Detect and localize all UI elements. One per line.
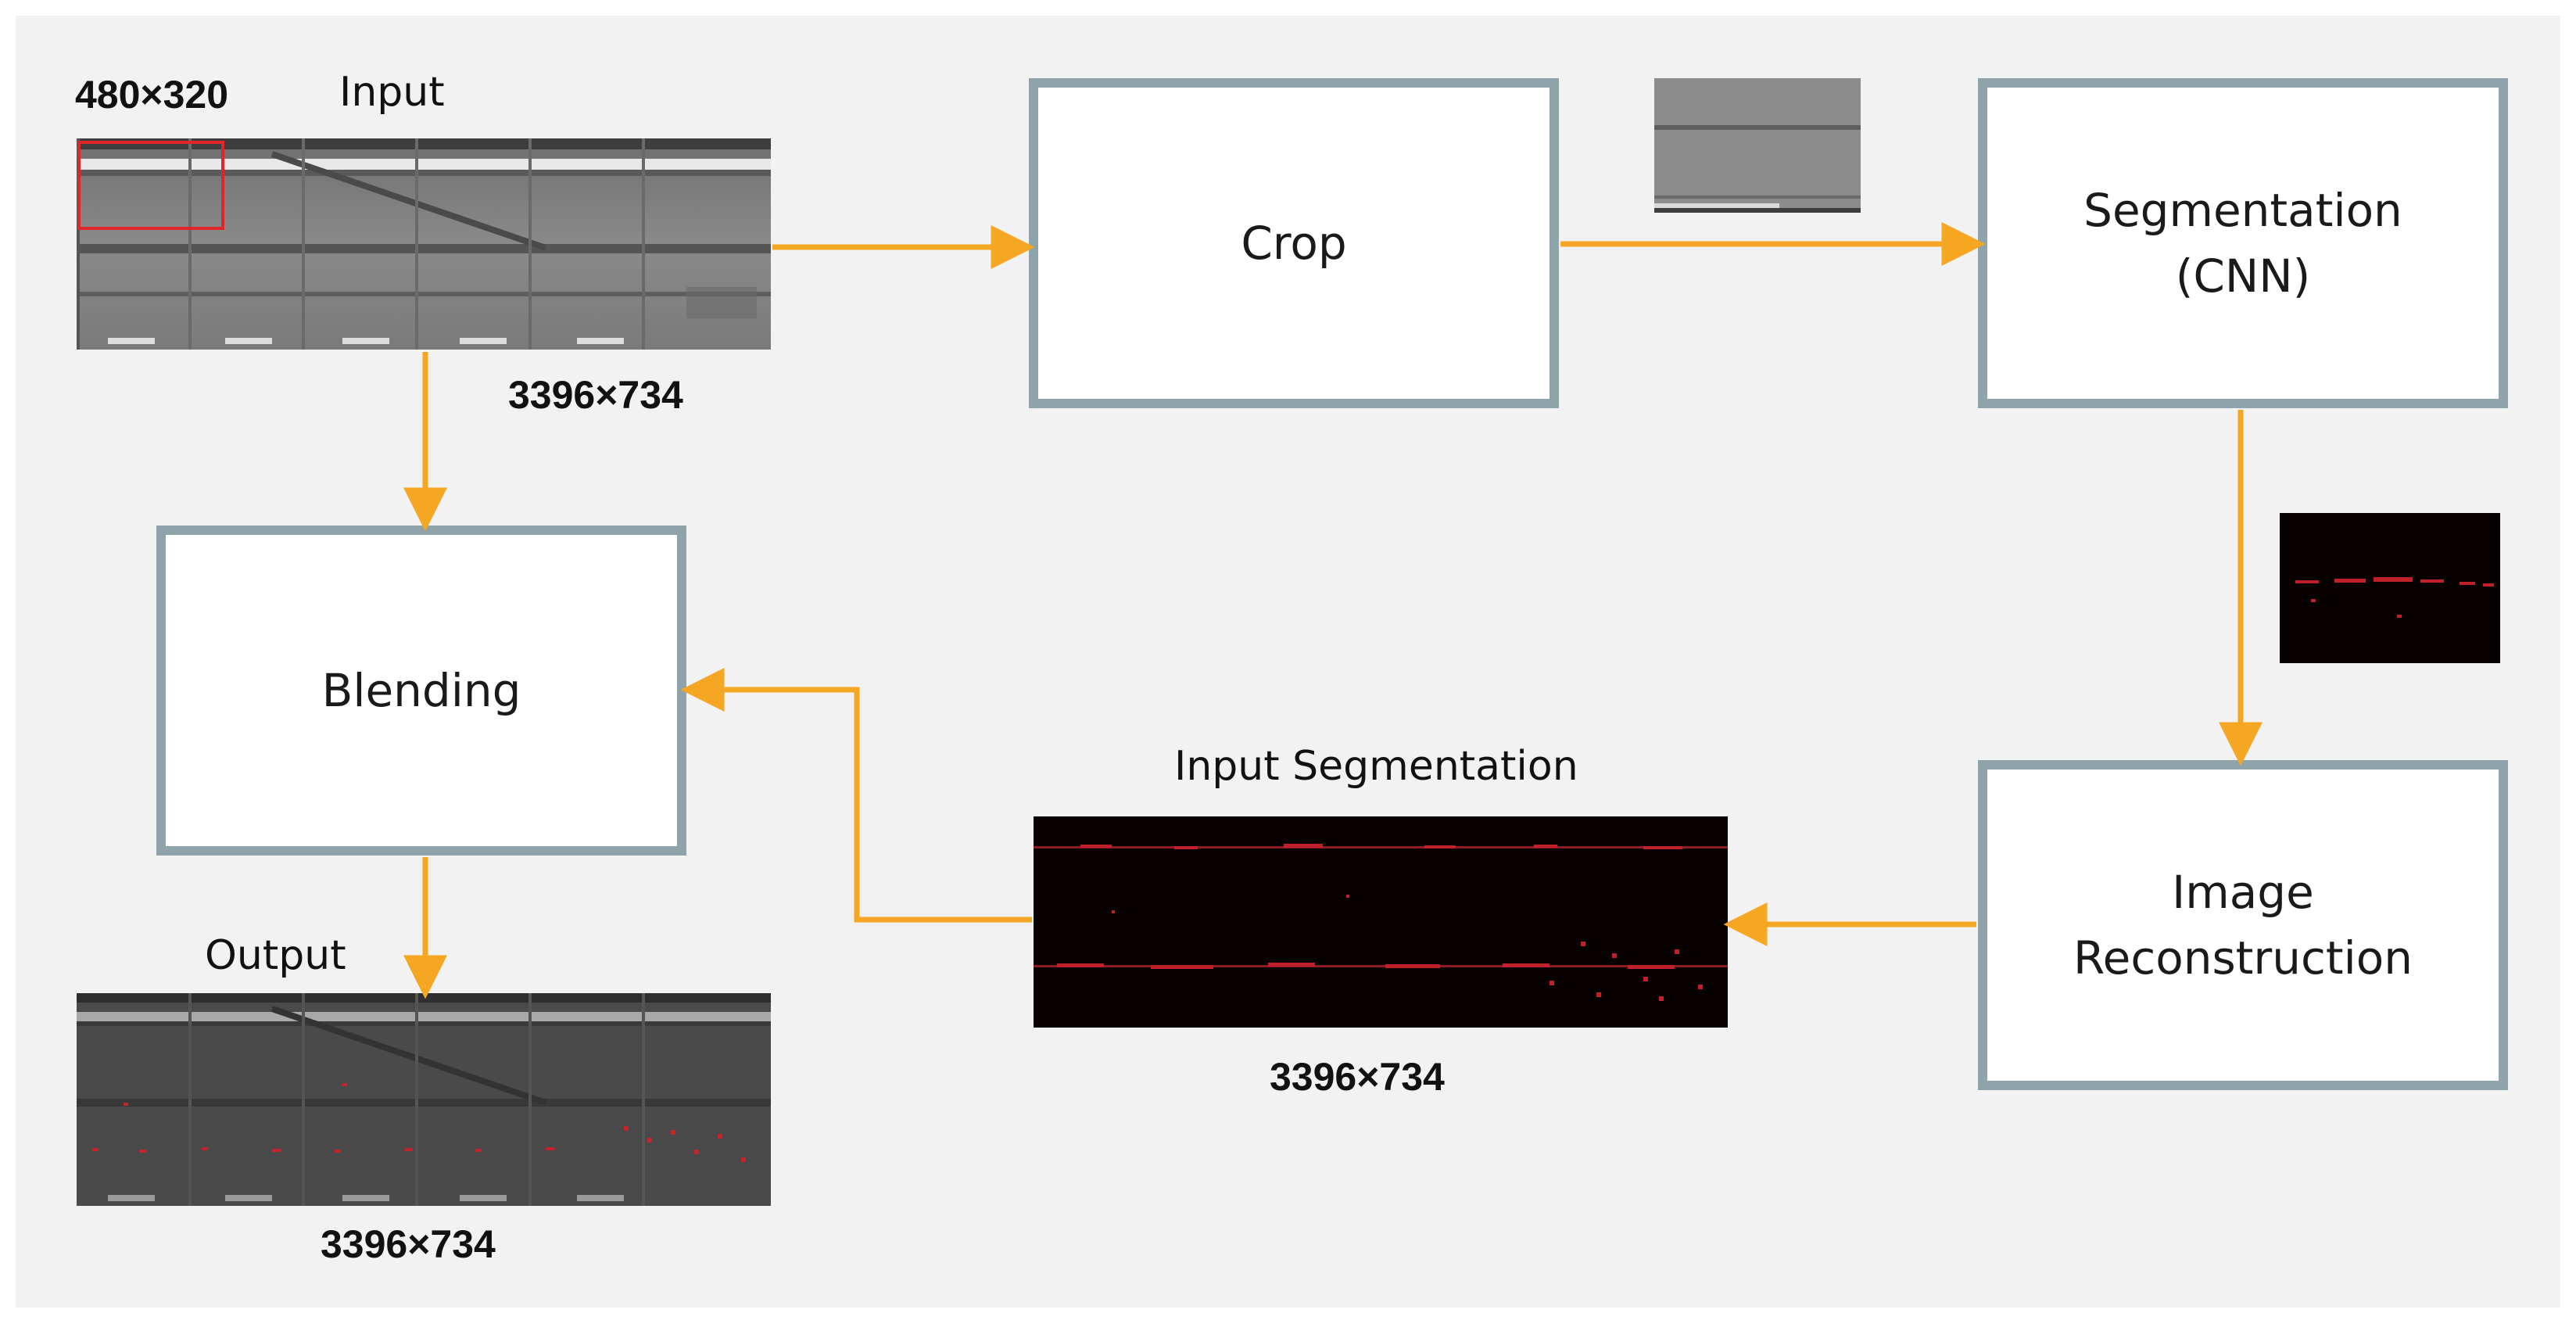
- crop-region-marker: [77, 141, 224, 230]
- crop-node: Crop: [1029, 78, 1559, 408]
- patch-size-label: 480×320: [75, 73, 229, 117]
- output-label: Output: [205, 932, 346, 979]
- crop-label: Crop: [1241, 216, 1347, 270]
- blending-node: Blending: [156, 526, 686, 856]
- output-image: [77, 993, 771, 1206]
- input-size-label: 3396×734: [508, 373, 683, 417]
- cnn-output-patch-image: [2280, 513, 2500, 663]
- image-reconstruction-node: Image Reconstruction: [1978, 760, 2508, 1090]
- image-reconstruction-label: Image Reconstruction: [2073, 865, 2413, 985]
- input-image: [77, 138, 771, 350]
- segmentation-node: Segmentation (CNN): [1978, 78, 2508, 408]
- segmentation-size-label: 3396×734: [1270, 1055, 1445, 1099]
- input-segmentation-label: Input Segmentation: [1174, 743, 1578, 790]
- blending-label: Blending: [321, 663, 521, 717]
- input-label: Input: [339, 69, 445, 116]
- arrow-input-segmentation-to-blending: [680, 668, 1032, 923]
- segmentation-label: Segmentation (CNN): [2083, 183, 2402, 303]
- cropped-patch-image: [1654, 78, 1861, 213]
- output-size-label: 3396×734: [321, 1222, 496, 1266]
- input-segmentation-image: [1034, 816, 1728, 1028]
